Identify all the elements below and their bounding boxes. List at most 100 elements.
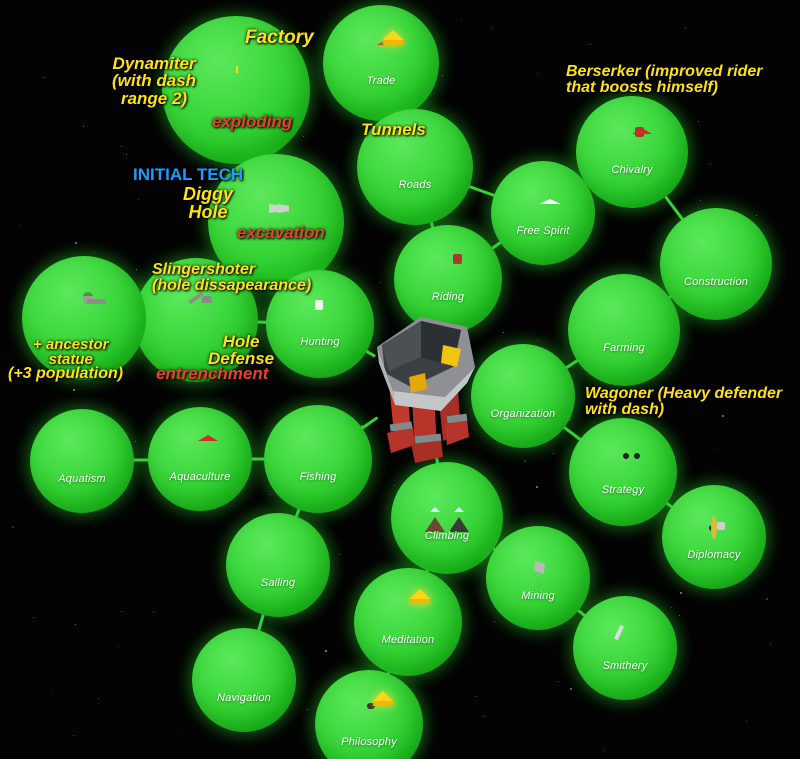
star	[154, 93, 155, 94]
tech-node-construction[interactable]: Construction	[660, 208, 772, 320]
tech-node-fishing[interactable]: Fishing	[264, 405, 372, 513]
star	[94, 252, 95, 253]
star	[126, 154, 127, 155]
star	[475, 696, 476, 697]
star	[51, 691, 52, 692]
star	[536, 486, 538, 488]
star	[710, 163, 711, 164]
star	[307, 709, 308, 710]
star	[717, 448, 718, 449]
edge-roads-to-free-spirit	[464, 183, 500, 199]
star	[12, 526, 14, 528]
tech-node-mining[interactable]: Mining	[486, 526, 590, 630]
tech-node-diplomacy[interactable]: Diplomacy	[662, 485, 766, 589]
star	[680, 592, 682, 594]
star	[121, 611, 122, 612]
tech-node-label: Navigation	[217, 692, 271, 704]
star	[73, 735, 74, 736]
tech-node-label: Farming	[603, 342, 645, 354]
star	[503, 332, 504, 333]
tech-node-hole-defense[interactable]	[134, 258, 258, 382]
tech-node-label: Aquatism	[58, 473, 106, 485]
star	[700, 200, 701, 201]
wreath-icon	[711, 516, 717, 539]
tech-node-aquatism[interactable]: Aquatism	[30, 409, 134, 513]
star	[698, 121, 699, 122]
star	[442, 75, 443, 76]
star	[679, 615, 680, 616]
star	[181, 731, 182, 732]
tech-node-strategy[interactable]: Strategy	[569, 418, 677, 526]
tech-node-label: Philosophy	[341, 736, 397, 748]
tech-node-label: Chivalry	[611, 164, 653, 176]
star	[138, 199, 139, 200]
star	[685, 28, 686, 29]
star	[570, 688, 572, 690]
star	[83, 126, 84, 127]
tech-node-icons	[391, 500, 503, 532]
tech-node-aquaculture[interactable]: Aquaculture	[148, 407, 252, 511]
tech-node-label: Sailing	[260, 577, 296, 589]
star	[461, 19, 462, 20]
tech-node-label: Hunting	[300, 336, 340, 348]
star	[492, 28, 493, 29]
star	[537, 340, 538, 341]
tech-node-free-spirit[interactable]: Free Spirit	[491, 161, 595, 265]
tech-node-smithery[interactable]: Smithery	[573, 596, 677, 700]
tech-node-meditation[interactable]: Meditation	[354, 568, 462, 676]
tech-node-organization[interactable]: Organization	[471, 344, 575, 448]
star	[483, 716, 484, 717]
tech-node-sailing[interactable]: Sailing	[226, 513, 330, 617]
tech-node-factory[interactable]	[162, 16, 310, 164]
star	[43, 77, 44, 78]
tech-node-label: Smithery	[602, 660, 648, 672]
tech-node-label: Construction	[683, 276, 749, 288]
tech-node-trade[interactable]: Trade	[323, 5, 439, 121]
tech-node-label: Aquaculture	[169, 471, 231, 483]
tech-node-label: Mining	[521, 590, 555, 602]
tech-node-diggy-hole[interactable]	[208, 154, 344, 290]
tech-node-icons	[660, 246, 772, 264]
tech-node-label: Strategy	[601, 484, 645, 496]
star	[118, 646, 119, 647]
tech-node-label: Organization	[490, 408, 556, 420]
tech-node-label: Fishing	[299, 471, 337, 483]
tech-node-ancestor-node[interactable]	[22, 256, 146, 380]
star	[603, 750, 604, 751]
star	[337, 267, 338, 268]
star	[553, 453, 554, 454]
star	[671, 607, 672, 608]
edge-chivalry-to-construction	[661, 192, 687, 224]
tech-node-riding[interactable]: Riding	[394, 225, 502, 333]
star	[98, 698, 99, 699]
tech-node-label: Riding	[431, 291, 465, 303]
tech-node-label: Climbing	[424, 530, 470, 542]
star	[161, 265, 162, 266]
star	[339, 554, 340, 555]
tech-node-hunting[interactable]: Hunting	[266, 270, 374, 378]
star	[303, 136, 304, 137]
star	[270, 494, 271, 495]
tech-node-navigation[interactable]: Navigation	[192, 628, 296, 732]
star	[218, 399, 219, 400]
tech-node-chivalry[interactable]: Chivalry	[576, 96, 688, 208]
tech-node-label: Meditation	[381, 634, 435, 646]
tech-node-icons	[491, 195, 595, 213]
star	[325, 650, 327, 652]
tech-node-climbing[interactable]: Climbing	[391, 462, 503, 574]
tech-node-farming[interactable]: Farming	[568, 274, 680, 386]
mountain-grey-icon	[449, 500, 469, 532]
mountain-icon	[425, 500, 445, 532]
star	[494, 621, 495, 622]
star	[722, 415, 724, 417]
star	[33, 617, 34, 618]
star	[558, 681, 559, 682]
star	[746, 720, 747, 721]
star	[75, 624, 76, 625]
star	[570, 419, 571, 420]
tech-node-label: Trade	[366, 75, 396, 87]
star	[394, 485, 395, 486]
star	[20, 225, 21, 226]
tech-node-roads[interactable]: Roads	[357, 109, 473, 225]
